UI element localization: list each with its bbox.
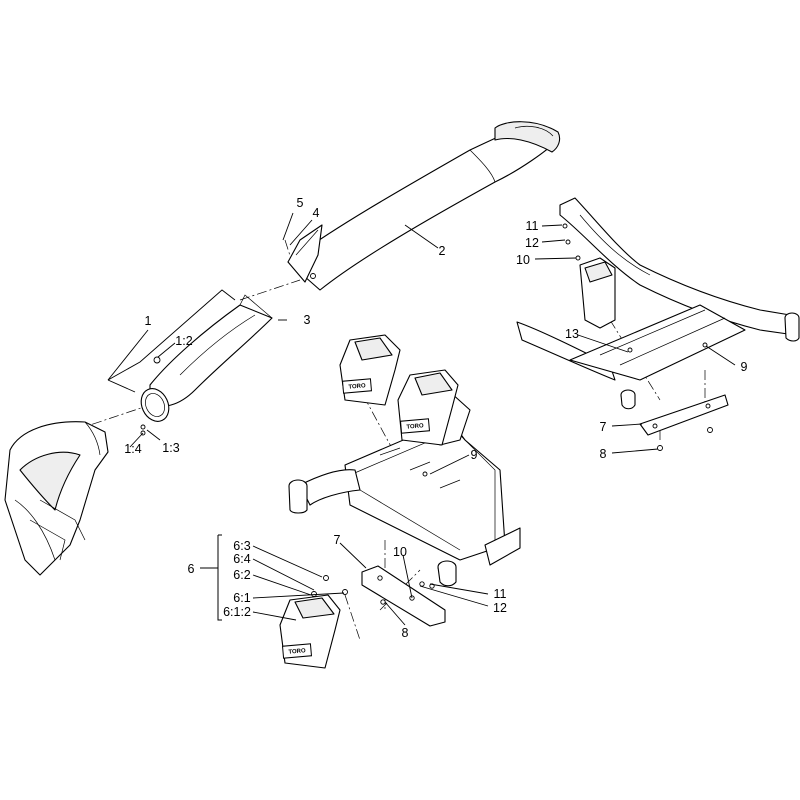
- callout-1-2: 1:2: [175, 334, 192, 348]
- callout-9-right: 9: [741, 360, 748, 374]
- center-weight-boxes: TORO TORO: [339, 334, 459, 446]
- logo-plate-text: TORO: [348, 383, 366, 391]
- callout-10-center: 10: [393, 545, 407, 559]
- callout-6-1: 6:1: [233, 591, 250, 605]
- logo-plate-text: TORO: [406, 423, 424, 431]
- callout-2: 2: [439, 244, 446, 258]
- callout-7-right: 7: [600, 420, 607, 434]
- discharge-housing: [4, 421, 109, 576]
- callout-6-3: 6:3: [233, 539, 250, 553]
- callout-3: 3: [304, 313, 311, 327]
- callout-4: 4: [313, 206, 320, 220]
- callout-1-3: 1:3: [162, 441, 179, 455]
- deflector-tube-part-1: [140, 294, 273, 436]
- mount-bracket-part-7-right: [639, 394, 729, 451]
- callout-12-right: 12: [525, 236, 539, 250]
- callout-5: 5: [297, 196, 304, 210]
- callout-brackets: [217, 534, 222, 621]
- callout-1-4: 1:4: [124, 442, 141, 456]
- callout-11-center: 11: [494, 587, 507, 601]
- callout-6-4: 6:4: [233, 552, 250, 566]
- center-frame-assembly: [288, 391, 521, 587]
- callout-10-right: 10: [516, 253, 530, 267]
- discharge-chute-part-2: [287, 121, 561, 291]
- right-frame-assembly: [516, 197, 800, 410]
- weight-box-part-6: TORO: [279, 575, 348, 669]
- callout-1: 1: [145, 314, 152, 328]
- leader-lines: [107, 212, 736, 626]
- logo-plate-text: TORO: [288, 648, 306, 656]
- callout-9-center: 9: [471, 448, 478, 462]
- callout-12-center: 12: [493, 601, 507, 615]
- mount-bracket-part-7-center: [361, 565, 446, 627]
- callout-8-center: 8: [402, 626, 409, 640]
- callout-7-center: 7: [334, 533, 341, 547]
- callout-13: 13: [565, 327, 579, 341]
- callout-11-right: 11: [526, 219, 539, 233]
- callout-labels: 1 1:2 1:3 1:4 2 3 4 5 6 6:3 6:4 6:2 6:1 …: [124, 196, 747, 640]
- callout-8-right: 8: [600, 447, 607, 461]
- callout-6: 6: [188, 562, 195, 576]
- callout-6-2: 6:2: [233, 568, 250, 582]
- callout-6-1-2: 6:1:2: [223, 605, 251, 619]
